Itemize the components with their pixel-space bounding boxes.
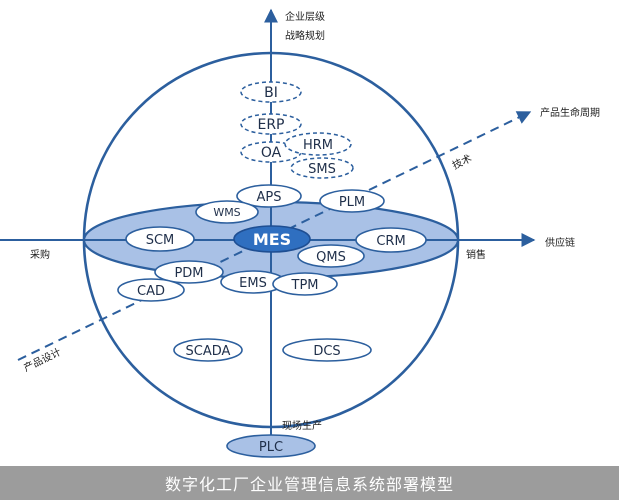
lifecycle-axis — [17, 111, 532, 361]
axis-label-field-production: 现场生产 — [282, 419, 322, 432]
node-plm: PLM — [319, 189, 385, 213]
node-tpm: TPM — [272, 272, 338, 296]
axis-label-enterprise-level: 企业层级 — [285, 10, 325, 23]
svg-text:APS: APS — [257, 190, 282, 205]
node-erp: ERP — [240, 113, 302, 135]
axis-label-sales: 销售 — [466, 248, 486, 261]
svg-text:HRM: HRM — [303, 138, 333, 153]
svg-text:PDM: PDM — [174, 266, 203, 281]
svg-text:PLC: PLC — [259, 440, 283, 455]
svg-text:CAD: CAD — [137, 284, 165, 299]
node-qms: QMS — [297, 244, 365, 268]
node-pdm: PDM — [154, 260, 224, 284]
svg-text:BI: BI — [264, 85, 278, 101]
axis-label-supply-chain: 供应链 — [545, 236, 575, 249]
node-wms: WMS — [195, 200, 259, 224]
svg-text:PLM: PLM — [339, 195, 365, 210]
svg-text:SCADA: SCADA — [186, 344, 231, 359]
axis-label-technology: 技术 — [450, 151, 474, 171]
svg-text:WMS: WMS — [213, 206, 240, 219]
axis-label-procurement: 采购 — [30, 248, 50, 261]
node-bi: BI — [240, 81, 302, 103]
caption-bar: 数字化工厂企业管理信息系统部署模型 — [0, 466, 619, 500]
node-scada: SCADA — [173, 338, 243, 362]
svg-text:DCS: DCS — [313, 344, 340, 359]
svg-text:SCM: SCM — [146, 233, 175, 248]
node-scm: SCM — [125, 226, 195, 252]
svg-text:OA: OA — [261, 145, 282, 161]
svg-text:MES: MES — [253, 230, 291, 249]
svg-text:CRM: CRM — [376, 234, 405, 249]
node-dcs: DCS — [282, 338, 372, 362]
node-mes: MES — [233, 225, 311, 253]
svg-text:QMS: QMS — [316, 250, 346, 265]
node-cad: CAD — [117, 278, 185, 302]
axis-label-product-lifecycle: 产品生命周期 — [540, 106, 600, 119]
deployment-model-diagram: 企业层级 战略规划 采购 供应链 销售 产品生命周期 技术 产品设计 现场生产 … — [0, 8, 600, 458]
node-sms: SMS — [290, 157, 354, 179]
figure-caption: 数字化工厂企业管理信息系统部署模型 — [164, 475, 454, 494]
node-crm: CRM — [355, 227, 427, 253]
node-aps: APS — [236, 184, 302, 208]
node-hrm: HRM — [284, 132, 352, 156]
axis-label-product-design: 产品设计 — [21, 345, 63, 374]
svg-text:EMS: EMS — [239, 276, 267, 291]
svg-text:TPM: TPM — [291, 278, 319, 293]
axis-label-strategic-planning: 战略规划 — [285, 29, 325, 42]
svg-text:ERP: ERP — [257, 117, 284, 133]
svg-text:SMS: SMS — [308, 162, 336, 177]
node-plc: PLC — [226, 434, 316, 458]
